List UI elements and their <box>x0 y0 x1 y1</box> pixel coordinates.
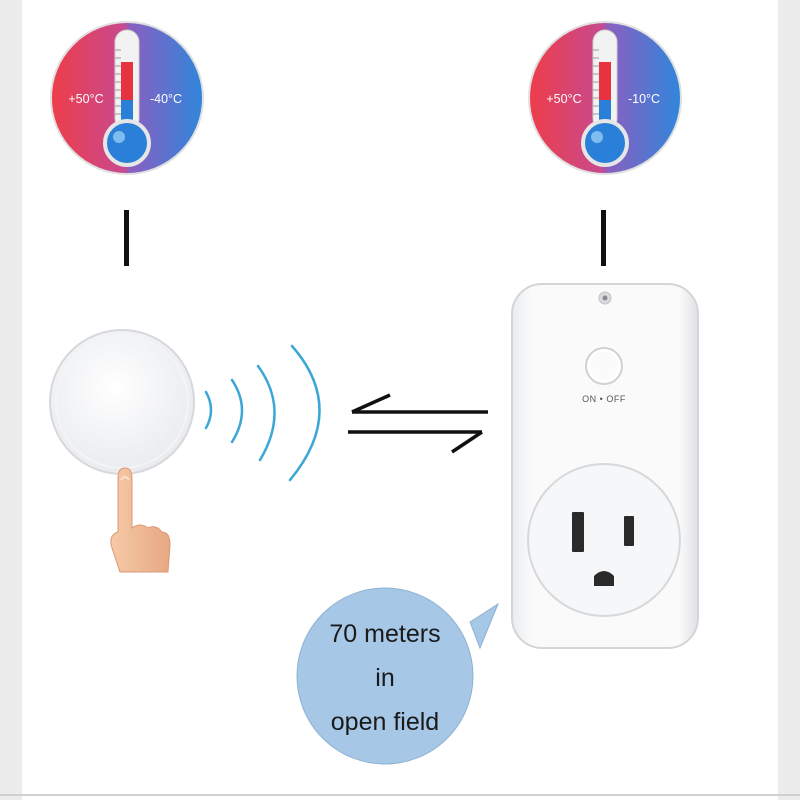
connector-line-left <box>124 210 129 266</box>
callout-line: 70 meters <box>329 620 441 648</box>
switch-label: ON • OFF <box>582 394 626 404</box>
right-frame-bar <box>778 0 800 800</box>
thermometer-hot-label: +50°C <box>546 92 581 106</box>
thermometer-cold-label: -10°C <box>628 92 660 106</box>
wireless-button <box>49 329 195 475</box>
bidirectional-arrows-icon <box>348 393 488 454</box>
bottom-divider <box>0 794 800 796</box>
callout-line: in <box>375 664 395 692</box>
power-switch-button <box>585 347 623 385</box>
thermometer-cold-label: -40°C <box>150 92 182 106</box>
connector-line-right <box>601 210 606 266</box>
wireless-signal-icon <box>204 344 321 482</box>
thermometer-hot-label: +50°C <box>68 92 103 106</box>
left-frame-bar <box>0 0 22 800</box>
range-callout <box>296 587 500 765</box>
pointing-finger-icon <box>110 467 171 573</box>
smart-plug: ON • OFF <box>511 283 699 649</box>
thermometer-icon: +50°C -40°C <box>50 21 204 175</box>
range-callout-text: 70 meters in open field <box>300 612 470 744</box>
callout-line: open field <box>330 708 440 736</box>
thermometer-icon: +50°C -10°C <box>528 21 682 175</box>
power-outlet-icon <box>527 463 681 617</box>
